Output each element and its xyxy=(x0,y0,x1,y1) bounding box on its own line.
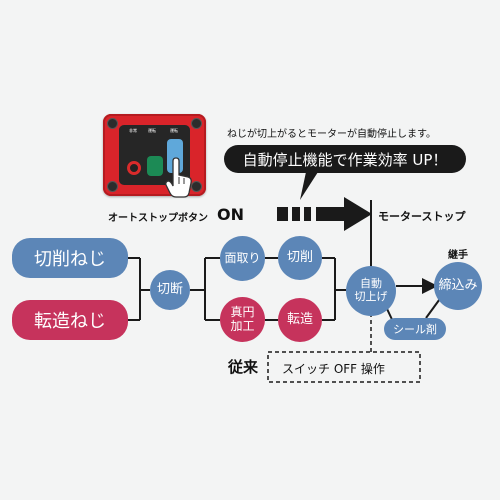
roll-thread-node: 転造ねじ xyxy=(12,300,128,340)
auto-cut-node: 自動 切上げ xyxy=(346,266,396,316)
chamfer-node: 面取り xyxy=(220,236,265,281)
auto-cut-line-1: 自動 xyxy=(360,277,382,291)
pointing-hand-icon xyxy=(165,157,192,198)
cutting-node: 切削 xyxy=(278,236,322,280)
rolling-node: 転造 xyxy=(278,298,322,342)
sealant-node: シール剤 xyxy=(384,318,446,340)
auto-cut-line-2: 切上げ xyxy=(354,290,388,303)
screw-icon xyxy=(107,118,118,129)
run-button[interactable] xyxy=(147,156,163,176)
auto-stop-state: ON xyxy=(217,205,244,224)
control-label: 運転 xyxy=(170,128,178,133)
tighten-node: 締込み xyxy=(434,262,482,310)
true-round-line-2: 加工 xyxy=(230,318,255,333)
screw-icon xyxy=(107,181,118,192)
conventional-note: スイッチ OFF 操作 xyxy=(282,362,385,376)
cut-thread-node: 切削ねじ xyxy=(12,238,128,278)
true-round-node: 真円 加工 xyxy=(220,297,265,342)
screw-icon xyxy=(191,118,202,129)
control-label: 運転 xyxy=(148,128,156,133)
conventional-label: 従来 xyxy=(228,358,259,376)
control-label: 非常 xyxy=(129,128,137,133)
headline-bubble: 自動停止機能で作業効率 UP！ xyxy=(224,145,466,173)
fitting-label: 継手 xyxy=(448,250,468,261)
screw-icon xyxy=(191,181,202,192)
true-round-line-1: 真円 xyxy=(230,304,255,319)
caption-text: ねじが切上がるとモーターが自動停止します。 xyxy=(227,129,436,140)
cutoff-node: 切断 xyxy=(150,270,190,310)
auto-stop-label: オートストップボタン xyxy=(108,213,208,224)
motor-stop-label: モーターストップ xyxy=(378,210,466,223)
emergency-stop-button[interactable] xyxy=(127,161,141,175)
